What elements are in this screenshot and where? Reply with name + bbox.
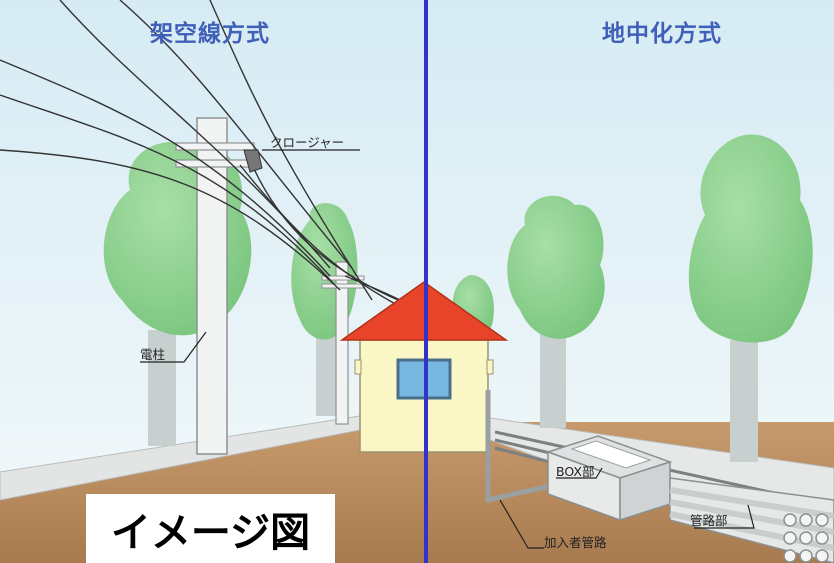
trees-right xyxy=(452,134,813,462)
overhead-method-title: 架空線方式 xyxy=(150,21,270,47)
leader-lines xyxy=(140,149,755,549)
image-caption: イメージ図 xyxy=(86,494,335,563)
utility-pole-label: 電柱 xyxy=(140,347,166,362)
closure-box xyxy=(243,149,263,173)
box-structure xyxy=(545,435,673,522)
service-conduit-pipe xyxy=(485,390,551,504)
conduit-section-label: 管路部 xyxy=(690,513,728,528)
box-section-label: BOX部 xyxy=(556,464,595,479)
underground-method-title: 地中化方式 xyxy=(602,21,722,47)
closure-label: クロージャー xyxy=(270,135,345,150)
utility-poles xyxy=(175,117,365,455)
overhead-wires xyxy=(0,0,426,313)
service-conduit-label: 加入者管路 xyxy=(544,535,607,550)
